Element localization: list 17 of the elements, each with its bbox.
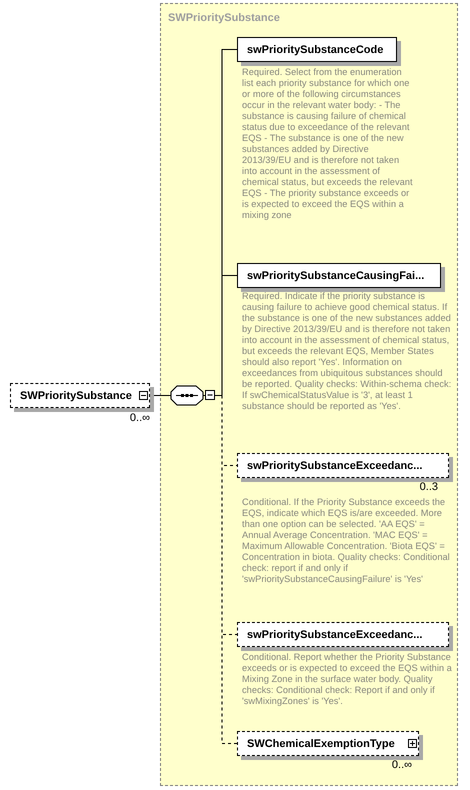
cardinality: 0..∞ [390,759,412,771]
type-name: SWPrioritySubstance [168,12,280,24]
element-name: swPrioritySubstanceCode [247,44,384,56]
sequence-compositor [170,385,216,406]
element-name: swPrioritySubstanceExceedanc... [247,628,422,640]
annotation-text: Required. Select from the enumeration list each priority substance for which one or more of the following circumstances occur in the relevant water body: - The substance is causing failure of chemical status due to exceedance of the relevant EQS - The substance is one of the new substances added by Directive 2013/39/EU and is therefore not taken into account in the assessment of chemical status, but exceeds the relevant EQS - The priority substance exceeds or is expected to exceed the EQS within a mixing zone [242,67,414,221]
element-name: SWChemicalExemptionType [247,738,395,750]
connector [216,395,238,744]
complex-type-panel [160,3,458,786]
element-name: swPrioritySubstanceExceedanc... [247,460,422,472]
annotation-text: Conditional. Report whether the Priority Substance exceeds or is expected to exceed the EQS within a Mixing Zone in the surface water body. Quality checks: Conditional check: Report if and only if 'swMixingZones' is 'Yes'. [242,652,452,707]
annotation-text: Required. Indicate if the priority substance is causing failure to achieve good chemical status. If the substance is one of the new substances added by Directive 2013/39/EU and is therefore not taken into account in the assessment of chemical status, but exceeds the relevant EQS, Member States should also report 'Yes'. Information on exceedances from ubiquitous substances should be reported. Quality checks: Within-schema check: If swChemicalStatusValue is '3', at least 1 substance should be reported as 'Yes'. [242,291,452,412]
element-name: SWPrioritySubstance [20,390,132,402]
cardinality: 0..∞ [128,412,150,424]
annotation-text: Conditional. If the Priority Substance exceeds the EQS, indicate which EQS is/are exceeded. More than one option can be selected. 'AA EQS' = Annual Average Concentration. 'MAC EQS' = Maximum Allowable Concentration. 'Biota EQS' = Concentration in biota. Quality checks: Conditional check: report if and only if 'swPrioritySubstanceCausingFailure' is 'Yes' [242,497,451,585]
element-name: swPrioritySubstanceCausingFai... [247,270,424,282]
cardinality: 0..3 [418,481,438,493]
